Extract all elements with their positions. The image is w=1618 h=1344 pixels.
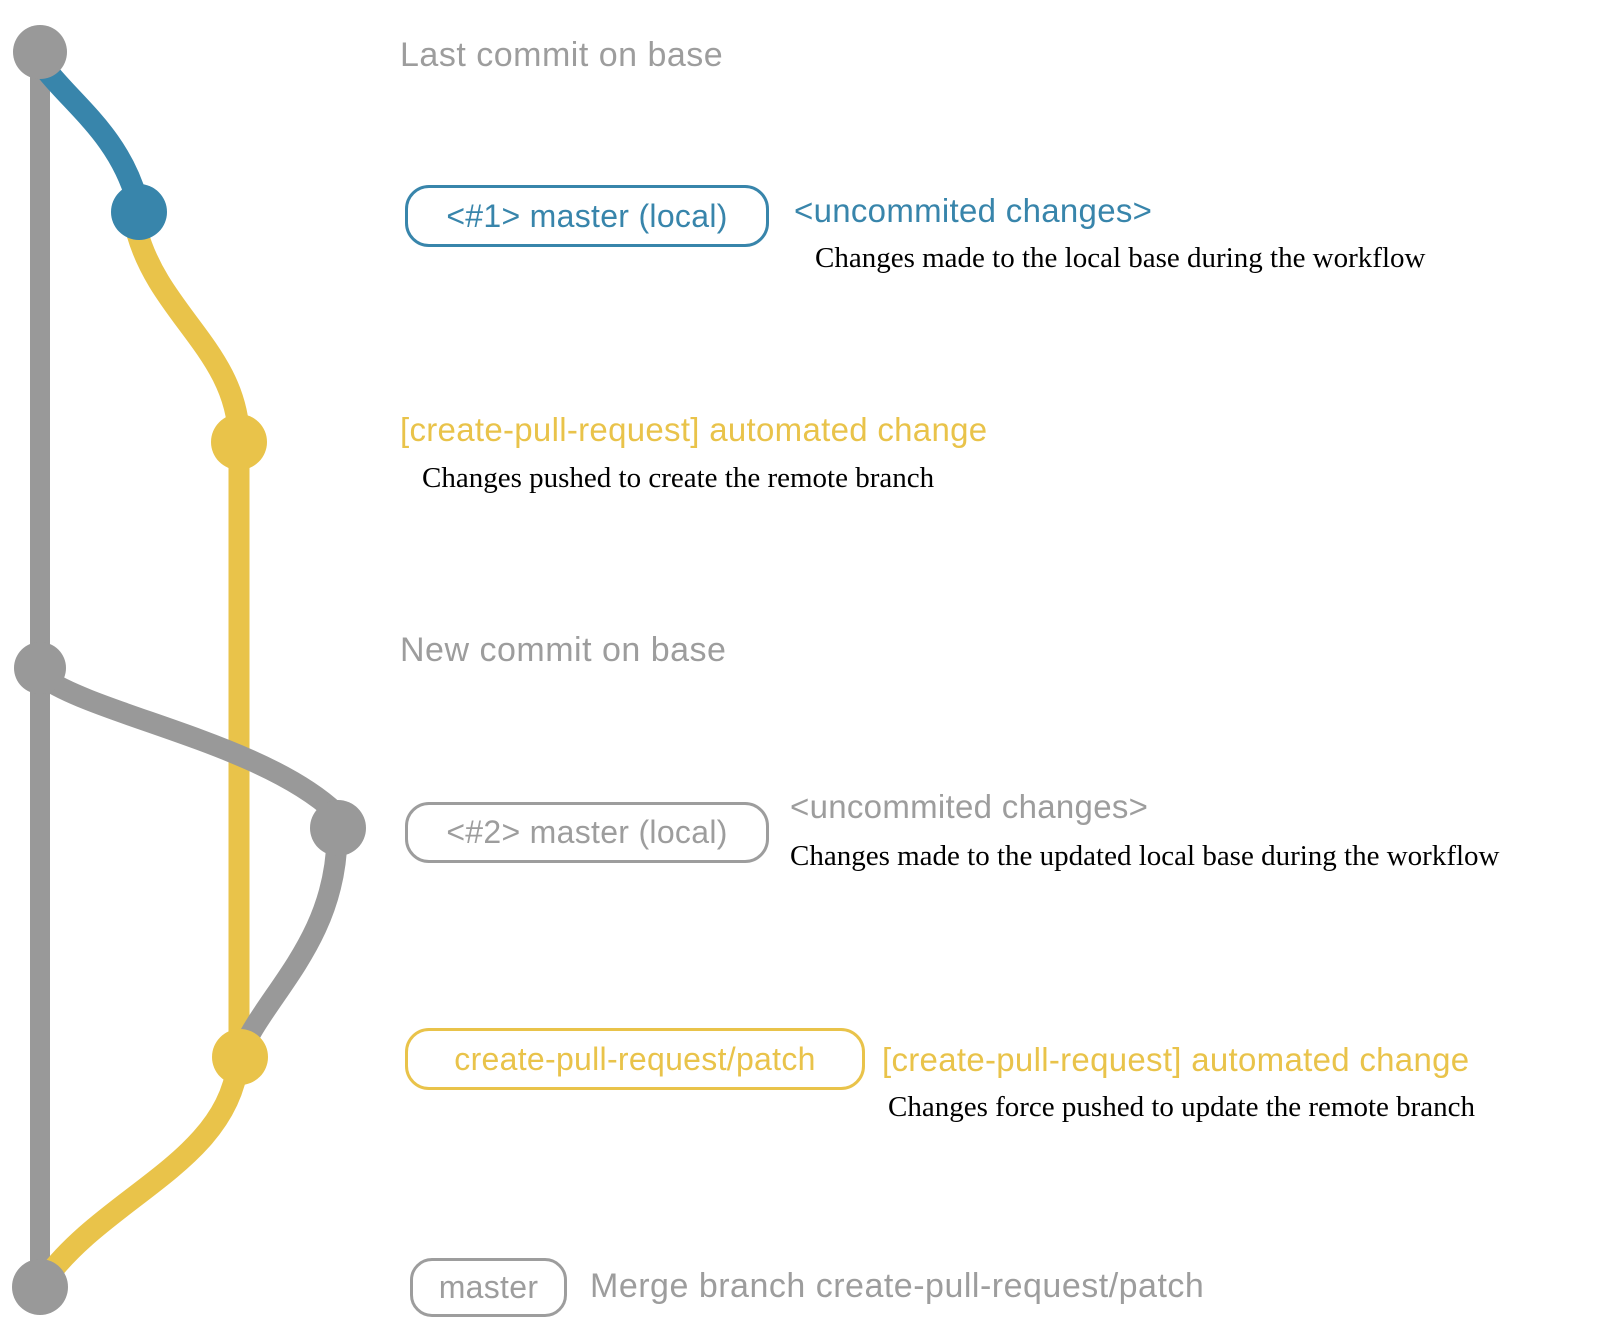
remote-branch-merge-curve: [33, 1052, 249, 1292]
uncommited-changes-note-1: <uncommited changes>: [794, 192, 1153, 229]
commit-node-remote-update: [212, 1029, 268, 1085]
branch-badge-master-merged: master: [410, 1258, 567, 1317]
branch-badge-master-local-1: <#1> master (local): [405, 185, 769, 247]
uncommited-changes-note-2: <uncommited changes>: [790, 788, 1149, 825]
branch-badge-patch: create-pull-request/patch: [405, 1028, 865, 1090]
commit-node-local-2: [310, 800, 366, 856]
commit-node-merge: [12, 1259, 68, 1315]
commit-graph: [12, 25, 366, 1315]
new-commit-label: New commit on base: [400, 631, 727, 669]
commit-node-last-base: [13, 25, 67, 79]
local-branch-line-1: [29, 51, 148, 211]
desc-push-create: Changes pushed to create the remote bran…: [422, 462, 935, 494]
branch-badge-master-local-2-label: <#2> master (local): [446, 814, 728, 850]
desc-local-changes-1: Changes made to the local base during th…: [815, 242, 1426, 274]
commit-node-remote-create: [211, 414, 267, 470]
automated-change-note-2: [create-pull-request] automated change: [882, 1041, 1470, 1078]
local-branch-line-2-in: [231, 827, 348, 1061]
local-branch-line-2-out: [33, 667, 346, 823]
branch-badge-master-local-1-label: <#1> master (local): [446, 197, 728, 234]
automated-change-note-1: [create-pull-request] automated change: [400, 411, 988, 448]
desc-force-push: Changes force pushed to update the remot…: [888, 1091, 1476, 1123]
merge-commit-label: Merge branch create-pull-request/patch: [590, 1267, 1205, 1305]
branch-badge-patch-label: create-pull-request/patch: [454, 1040, 816, 1077]
desc-local-changes-2: Changes made to the updated local base d…: [790, 840, 1500, 872]
remote-branch-curve-top: [126, 221, 250, 449]
commit-node-new-base: [14, 642, 66, 694]
branch-badge-master-merged-label: master: [438, 1269, 539, 1305]
branch-badge-master-local-2: <#2> master (local): [405, 802, 769, 863]
last-commit-label: Last commit on base: [400, 36, 724, 74]
commit-node-local-1: [111, 184, 167, 240]
